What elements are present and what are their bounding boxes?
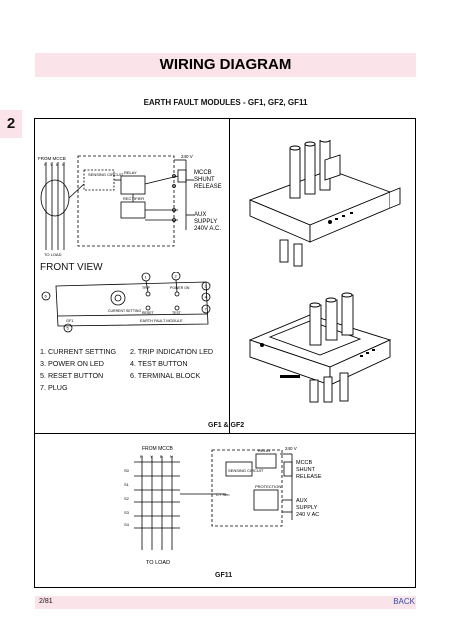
bot-mccb-line3: RELEASE (296, 474, 322, 480)
bot-from-mccb: FROM MCCB (142, 446, 173, 452)
top-wiring-diagram: FROM MCCB R Y B N SENSING CIRCUIT RELAY … (38, 154, 222, 257)
top-rectifier: RECTIFIER (123, 196, 144, 201)
callout-2: 2 (175, 274, 178, 279)
legend-item-3: 3. POWER ON LED (40, 359, 104, 368)
bot-ct: CT Sen (216, 492, 230, 497)
module-drawing-top (248, 140, 401, 267)
callout-7: 7 (205, 307, 208, 312)
top-mccb-line1: MCCB (194, 170, 212, 176)
bot-mccb-line2: SHUNT (296, 467, 316, 473)
legend-item-4: 4. TEST BUTTON (130, 359, 188, 368)
bot-phase-r: R (140, 454, 143, 459)
bot-aux-line1: AUX (296, 498, 308, 504)
legend-item-6: 6. TERMINAL BLOCK (130, 371, 201, 380)
callout-5: 5 (67, 326, 70, 331)
fv-reset-label: RESET (142, 311, 155, 315)
bot-relay: RELAY (258, 448, 271, 453)
top-aux-line1: AUX (194, 212, 206, 218)
fv-test-label: TEST (172, 311, 182, 315)
bot-term-s4: S4 (124, 522, 130, 527)
bot-phase-n: N (170, 454, 173, 459)
section-tab-label: 2 (6, 115, 16, 132)
top-aux-line2: SUPPLY (194, 219, 217, 225)
callout-1: 1 (145, 275, 148, 280)
module-drawing-bottom (248, 292, 392, 403)
bot-phase-y: Y (150, 454, 153, 459)
frame-divider-vertical (229, 118, 230, 433)
top-mccb-line3: RELEASE (194, 184, 222, 190)
bot-mccb-line1: MCCB (296, 460, 313, 466)
bot-term-s3: S3 (124, 510, 130, 515)
fv-efm-label: EARTH FAULT MODULE (140, 319, 183, 323)
top-sensing-circuit: SENSING CIRCUIT (88, 172, 124, 177)
fv-trip-label: TRIP (142, 286, 151, 290)
fv-current-label: CURRENT SETTING (108, 309, 141, 313)
top-phase-n: N (62, 163, 65, 167)
callout-4: 4 (205, 295, 208, 300)
top-relay: RELAY (124, 170, 137, 175)
top-phase-y: Y (50, 163, 53, 167)
bot-phase-b: B (160, 454, 163, 459)
bottom-wiring-diagram: FROM MCCB R Y B N S0 S1 S2 S3 S4 RELAY S… (124, 446, 322, 566)
front-view-title: FRONT VIEW (40, 262, 103, 273)
top-voltage: 240 V (181, 154, 193, 159)
legend-item-7: 7. PLUG (40, 383, 68, 392)
bot-aux-line2: SUPPLY (296, 505, 318, 511)
callout-6: 6 (45, 294, 48, 299)
fv-gf1-label: GF1 (66, 319, 73, 323)
top-mccb-line2: SHUNT (194, 177, 215, 183)
diagram-subtitle: EARTH FAULT MODULES - GF1, GF2, GF11 (143, 98, 308, 107)
caption-gf1-gf2: GF1 & GF2 (208, 422, 245, 429)
caption-gf11: GF11 (215, 572, 233, 579)
legend-item-2: 2. TRIP INDICATION LED (130, 347, 214, 356)
top-phase-b: B (56, 163, 59, 167)
bot-voltage: 240 V (285, 446, 297, 451)
section-tab: 2 (0, 110, 22, 138)
back-link[interactable]: BACK (393, 597, 415, 606)
top-aux-line3: 240V A.C. (194, 226, 221, 232)
diagram-frame (34, 118, 416, 588)
callout-3: 3 (205, 284, 208, 289)
footer-band (35, 596, 416, 609)
bot-aux-line3: 240 V AC (296, 512, 319, 518)
header-band (35, 53, 416, 77)
bot-term-s1: S1 (124, 482, 130, 487)
bot-term-s2: S2 (124, 496, 130, 501)
legend-item-5: 5. RESET BUTTON (40, 371, 104, 380)
legend-item-1: 1. CURRENT SETTING (40, 347, 117, 356)
fv-power-label: POWER ON (170, 286, 190, 290)
top-from-mccb: FROM MCCB (38, 156, 66, 161)
bot-protection: PROTECTION (255, 484, 281, 489)
top-phase-r: R (44, 163, 47, 167)
page-number: 2/81 (39, 598, 53, 605)
bot-sensing: SENSING CIRCUIT (228, 468, 264, 473)
frame-divider-horizontal (34, 433, 416, 434)
bot-to-load: TO LOAD (146, 560, 170, 566)
page-title: WIRING DIAGRAM (159, 56, 292, 73)
front-view-drawing: 1 2 3 4 5 6 7 TRIP POWER ON RESET TEST C… (41, 272, 211, 333)
top-to-load: TO LOAD (44, 252, 62, 257)
bot-term-s0: S0 (124, 468, 130, 473)
